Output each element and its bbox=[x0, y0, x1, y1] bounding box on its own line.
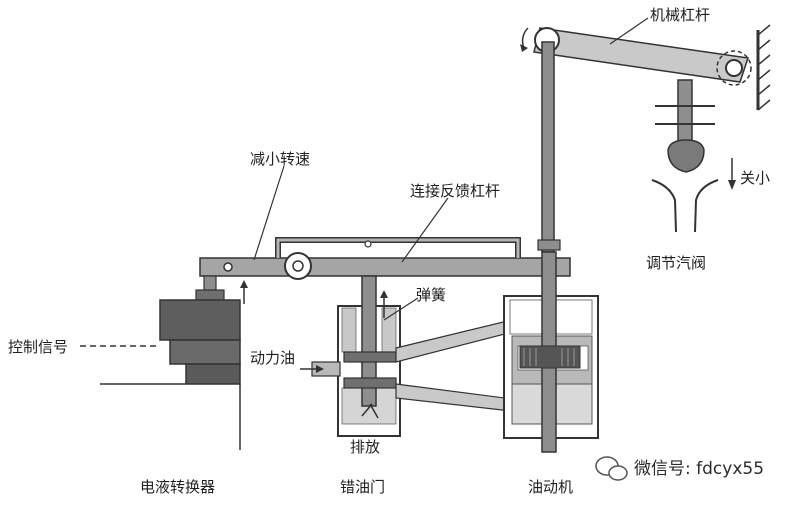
connecting-rod bbox=[541, 41, 555, 253]
label-regulating-valve: 调节汽阀 bbox=[646, 254, 706, 272]
leader-lines bbox=[253, 17, 649, 321]
regulating-valve bbox=[651, 79, 736, 233]
label-feedback-lever: 连接反馈杠杆 bbox=[410, 182, 500, 200]
watermark-text: 微信号: fdcyx55 bbox=[634, 459, 764, 479]
label-control-signal: 控制信号 bbox=[8, 338, 68, 356]
servo-motor bbox=[503, 251, 599, 453]
oil-pipes bbox=[395, 317, 521, 413]
label-oil-valve: 错油门 bbox=[340, 478, 385, 496]
label-close-small: 关小 bbox=[740, 169, 770, 187]
label-electro-hydraulic-converter: 电液转换器 bbox=[140, 478, 215, 496]
oil-valve bbox=[300, 275, 401, 437]
electro-hydraulic-converter bbox=[80, 275, 248, 450]
label-reduce-speed: 减小转速 bbox=[250, 150, 310, 168]
fixed-wall bbox=[756, 24, 771, 111]
label-mechanical-lever: 机械杠杆 bbox=[650, 6, 710, 24]
label-power-oil: 动力油 bbox=[250, 349, 295, 367]
feedback-lever bbox=[199, 237, 571, 280]
label-servo-motor: 油动机 bbox=[528, 478, 573, 496]
label-spring: 弹簧 bbox=[416, 286, 446, 304]
watermark: 微信号: fdcyx55 bbox=[595, 456, 764, 481]
wechat-icon bbox=[595, 456, 628, 481]
label-drain-oil: 排放 bbox=[350, 438, 380, 456]
